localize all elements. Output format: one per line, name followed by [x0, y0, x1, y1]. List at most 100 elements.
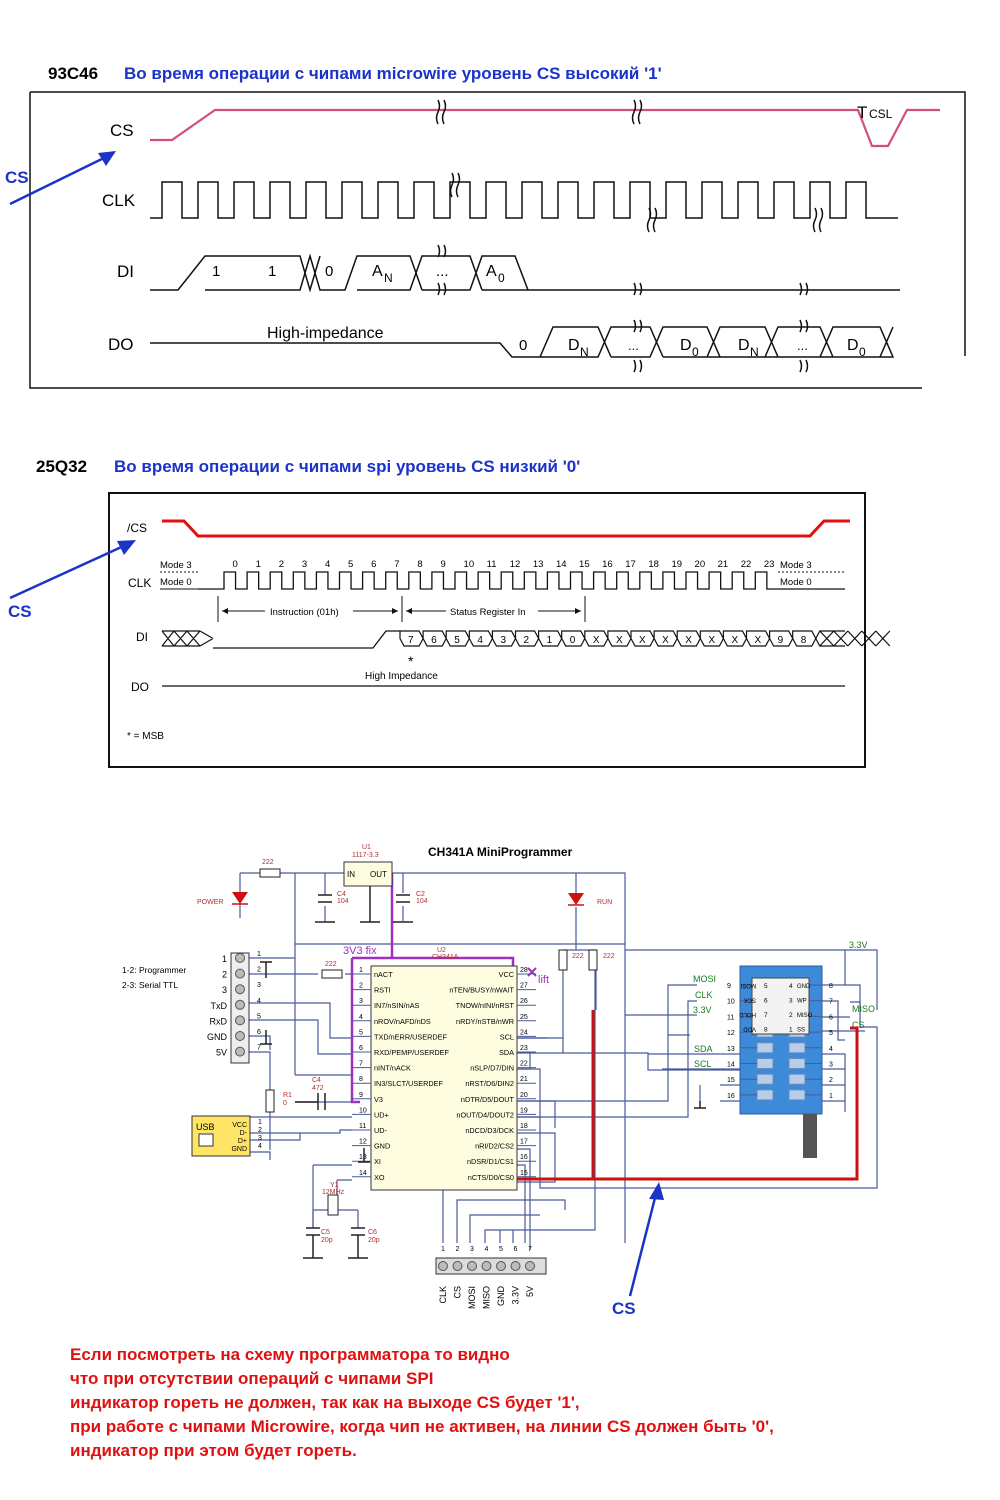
- socket-pin-left: [756, 1042, 774, 1054]
- net-3v3-b: 3.3V: [849, 940, 868, 950]
- socket-number-right: 3: [829, 1062, 833, 1069]
- header-pin-label: 5V: [216, 1048, 227, 1058]
- socket-pin-right: [788, 1089, 806, 1101]
- mw-label-do: DO: [108, 335, 134, 354]
- socket-pin-right: [788, 1073, 806, 1085]
- spi-clk-number: 10: [464, 559, 475, 570]
- net-clk: CLK: [695, 990, 713, 1000]
- y1-label: Y1: [330, 1182, 339, 1189]
- soic-pin-left-number: 5: [764, 983, 768, 990]
- u2-right-pin-name: nRI/D2/CS2: [475, 1142, 514, 1151]
- spi-clk-number: 14: [556, 559, 567, 570]
- spi-di-bit: 4: [477, 635, 483, 646]
- u2-left-pin-name: UD+: [374, 1110, 389, 1119]
- mw-do-bit-2-sub: N: [580, 345, 589, 359]
- u2-right-pin-number: 23: [520, 1045, 528, 1052]
- spi-di-bit: 9: [778, 635, 784, 646]
- header-pin-label: RxD: [210, 1016, 228, 1026]
- spi-di-bit: 2: [524, 635, 530, 646]
- u2-left-pin-name: nACT: [374, 970, 393, 979]
- header-pin-label: 2: [222, 970, 227, 980]
- mw-di-bit-4-sub: N: [384, 271, 393, 285]
- mw-label-cs: CS: [110, 121, 134, 140]
- microwire-heading: Во время операции с чипами microwire уро…: [124, 64, 662, 83]
- bottom-header-label: 3.3V: [511, 1286, 521, 1305]
- mw-di-bit-2: 1: [268, 263, 276, 280]
- net-scl: SCL: [694, 1059, 712, 1069]
- u2-right-pin-name: nDSR/D1/CS1: [467, 1157, 514, 1166]
- mw-label-clk: CLK: [102, 191, 136, 210]
- spi-clk-number: 7: [394, 559, 399, 570]
- u2-left-pin-number: 6: [359, 1045, 363, 1052]
- spi-clk-number: 16: [602, 559, 613, 570]
- spi-clk-number: 22: [741, 559, 752, 570]
- u2-right-pin-name: nRST/D6/DIN2: [465, 1079, 514, 1088]
- spi-di-bit: X: [685, 635, 692, 646]
- spi-clk-number: 3: [302, 559, 307, 570]
- usb-pin-name: GND: [231, 1146, 247, 1153]
- header-pin-label: GND: [207, 1032, 228, 1042]
- spi-label-clk: CLK: [128, 576, 151, 590]
- u2-right-pin-number: 17: [520, 1139, 528, 1146]
- u2-left-pin-number: 4: [359, 1014, 363, 1021]
- soic-pin-left: VDD: [743, 1026, 756, 1032]
- top-caps: [315, 894, 413, 923]
- spi-cs-arrow: [9, 542, 129, 600]
- spi-clk-number: 21: [718, 559, 729, 570]
- u2-left-pin-name: GND: [374, 1142, 390, 1151]
- u2-right-pin-number: 18: [520, 1123, 528, 1130]
- spi-di-bit: X: [616, 635, 623, 646]
- header-pin: [235, 1031, 245, 1041]
- mw-do-bit-2: D: [568, 337, 580, 354]
- u2-right-pin-name: VCC: [499, 970, 514, 979]
- schematic-fix-wire-top: [352, 956, 515, 966]
- header-pin-label: 3: [222, 985, 227, 995]
- u2-right-pin-name: nRDY/nSTB/nWR: [456, 1017, 514, 1026]
- mw-di-waveform: [150, 255, 321, 293]
- u2-right-pin-name: nDTR/D5/DOUT: [461, 1095, 515, 1104]
- run-led-icon: [568, 893, 584, 905]
- u2-gnd-symbol: [358, 1148, 370, 1163]
- socket-number-left: 16: [727, 1093, 735, 1100]
- resistor-nact-value: 222: [325, 961, 337, 968]
- mw-di-bit-5: ...: [436, 263, 449, 280]
- spi-di-idle: [213, 630, 400, 649]
- header-pin-number: 4: [257, 998, 261, 1005]
- spi-mode3-right: Mode 3: [780, 560, 812, 571]
- spi-status-label: Status Register In: [450, 607, 526, 618]
- soic-pin-left: SCK: [744, 997, 756, 1003]
- socket-number-left: 11: [727, 1014, 734, 1021]
- mw-di-bit-6: A: [486, 263, 497, 280]
- jumper-note-2: 2-3: Serial TTL: [122, 980, 178, 990]
- bottom-header-number: 6: [514, 1246, 518, 1253]
- power-led-label: POWER: [197, 899, 223, 906]
- spi-di-bit: X: [639, 635, 646, 646]
- header-pin-number: 5: [257, 1013, 261, 1020]
- soic-pin-left: HOLD: [739, 1011, 756, 1017]
- u2-left-pin-name: RXD/PEMP/USERDEF: [374, 1048, 450, 1057]
- note-line-3: индикатор гореть не должен, так как на в…: [70, 1393, 580, 1412]
- socket-gnd: [694, 1101, 706, 1109]
- u2-right-pin-number: 26: [520, 998, 528, 1005]
- soic-pin-right-number: 4: [789, 983, 793, 990]
- usb-pin-number: 2: [258, 1127, 262, 1134]
- mw-do-bit-4-sub: 0: [692, 345, 699, 359]
- spi-clk-number: 9: [440, 559, 445, 570]
- net-cs: CS: [852, 1020, 865, 1030]
- u2-right-pin-name: nSLP/D7/DIN: [470, 1064, 514, 1073]
- header-pin-number: 3: [257, 982, 261, 989]
- u1-out-label: OUT: [370, 870, 387, 879]
- mw-label-di: DI: [117, 262, 134, 281]
- spi-di-bit: 0: [570, 635, 576, 646]
- microwire-chip-label: 93C46: [48, 64, 98, 83]
- socket-number-right: 1: [829, 1093, 833, 1100]
- u2-left-pin-number: 9: [359, 1092, 363, 1099]
- socket-pin-left: [756, 1089, 774, 1101]
- soic-pin-right-number: 1: [789, 1027, 793, 1034]
- spi-di-bit: 6: [431, 635, 437, 646]
- mw-di-bit-1: 1: [212, 263, 220, 280]
